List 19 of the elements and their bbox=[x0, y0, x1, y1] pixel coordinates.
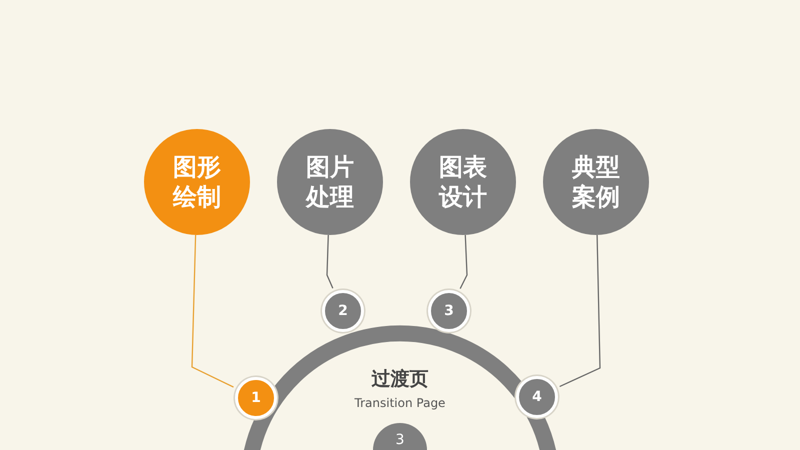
step-number-circle bbox=[235, 377, 277, 419]
step-number: 2 bbox=[338, 303, 348, 319]
step-number: 4 bbox=[532, 389, 542, 405]
page-number: 3 bbox=[396, 432, 404, 448]
leader-line bbox=[559, 234, 601, 388]
topic-title: 图表设计 bbox=[438, 152, 488, 212]
step-number: 3 bbox=[444, 303, 454, 319]
topic-title: 图片处理 bbox=[304, 152, 355, 212]
leader-line bbox=[326, 234, 334, 288]
step-number-circle bbox=[322, 290, 364, 332]
topic-title: 图形绘制 bbox=[172, 152, 222, 212]
step-number-circle bbox=[516, 376, 558, 418]
step-number-circle bbox=[428, 290, 470, 332]
section-subtitle: Transition Page bbox=[354, 396, 446, 410]
topic-title: 典型案例 bbox=[570, 152, 621, 212]
leader-line bbox=[191, 234, 234, 388]
section-title: 过渡页 bbox=[370, 367, 430, 392]
step-number: 1 bbox=[251, 390, 261, 406]
leader-line bbox=[460, 234, 468, 289]
